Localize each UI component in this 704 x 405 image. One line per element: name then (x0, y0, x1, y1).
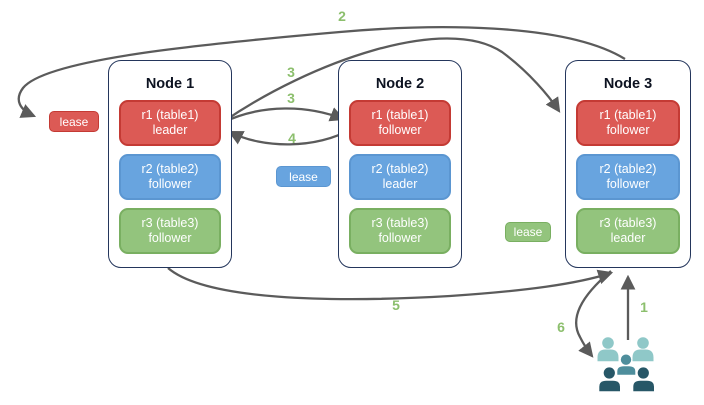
step-label-2: 2 (338, 8, 346, 24)
replica-r1-table1: r1 (table1) follower (349, 100, 451, 146)
replica-list: r1 (table1) follower r2 (table2) followe… (576, 100, 680, 254)
step-label-1: 1 (640, 299, 648, 315)
replica-r3-table3: r3 (table3) follower (119, 208, 221, 254)
replica-name: r1 (table1) (599, 108, 657, 122)
lease-tag-table3: lease (505, 222, 551, 242)
node-1: Node 1 r1 (table1) leader r2 (table2) fo… (108, 60, 232, 268)
users-group-icon (597, 337, 654, 392)
replica-role: leader (382, 177, 418, 191)
arrow-step-6 (575, 270, 612, 358)
replica-r3-table3: r3 (table3) follower (349, 208, 451, 254)
step-label-4: 4 (288, 130, 296, 146)
step-label-5: 5 (392, 297, 400, 313)
replica-r2-table2: r2 (table2) follower (119, 154, 221, 200)
replica-role: follower (148, 177, 192, 191)
node-2: Node 2 r1 (table1) follower r2 (table2) … (338, 60, 462, 268)
node-title: Node 2 (375, 76, 425, 92)
replica-role: leader (610, 231, 646, 245)
replica-role: follower (606, 177, 650, 191)
replica-name: r1 (table1) (141, 108, 199, 122)
node-title: Node 3 (603, 76, 653, 92)
step-label-3b: 3 (287, 90, 295, 106)
replica-r2-table2: r2 (table2) leader (349, 154, 451, 200)
step-label-3a: 3 (287, 64, 295, 80)
arrow-step-3-to-node3 (222, 37, 561, 123)
replica-role: follower (148, 231, 192, 245)
arrow-step-3-to-node2 (223, 107, 346, 124)
arrow-step-5 (167, 267, 614, 301)
replica-name: r3 (table3) (599, 216, 657, 230)
node-3: Node 3 r1 (table1) follower r2 (table2) … (565, 60, 691, 268)
replica-name: r2 (table2) (599, 162, 657, 176)
replica-list: r1 (table1) follower r2 (table2) leader … (349, 100, 451, 254)
replica-role: leader (152, 123, 188, 137)
replica-role: follower (378, 123, 422, 137)
replica-name: r2 (table2) (141, 162, 199, 176)
step-label-6: 6 (557, 319, 565, 335)
replica-r1-table1: r1 (table1) leader (119, 100, 221, 146)
lease-tag-table1: lease (49, 111, 99, 132)
replica-r2-table2: r2 (table2) follower (576, 154, 680, 200)
replica-name: r3 (table3) (141, 216, 199, 230)
replica-name: r3 (table3) (371, 216, 429, 230)
replica-name: r2 (table2) (371, 162, 429, 176)
replica-role: follower (606, 123, 650, 137)
lease-tag-table2: lease (276, 166, 331, 187)
replica-role: follower (378, 231, 422, 245)
replica-r1-table1: r1 (table1) follower (576, 100, 680, 146)
node-title: Node 1 (145, 76, 195, 92)
replica-name: r1 (table1) (371, 108, 429, 122)
replica-r3-table3: r3 (table3) leader (576, 208, 680, 254)
arrow-step-2 (17, 26, 626, 118)
replica-list: r1 (table1) leader r2 (table2) follower … (119, 100, 221, 254)
